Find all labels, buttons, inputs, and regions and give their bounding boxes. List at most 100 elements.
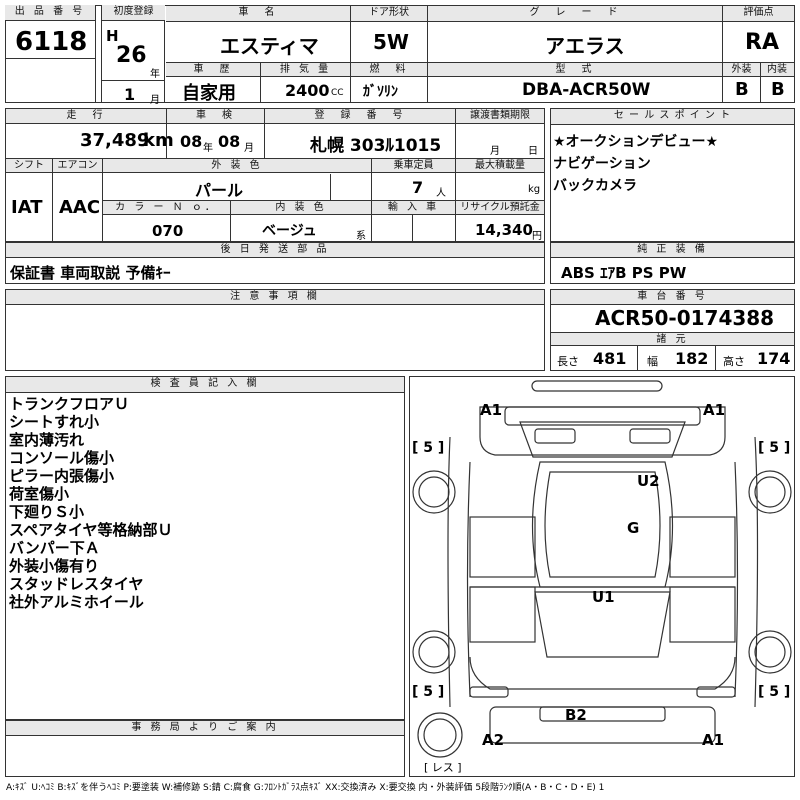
genuine-label: 純 正 装 備 [551,243,794,258]
legend: A:ｷｽﾞ U:ﾍｺﾐ B:ｷｽﾞを伴うﾍｺﾐ P:要塗装 W:補修跡 S:錆 … [6,783,605,793]
transfer-month-unit: 月 [490,146,500,157]
mileage-value: 37,489 [80,130,150,151]
displacement-label: 排 気 量 [261,63,350,77]
chassis-label: 車 台 番 号 [551,290,794,305]
sales-point-3: バックカメラ [553,178,637,194]
chassis-value: ACR50-0174388 [595,306,775,330]
tire-rear-right: [ 5 ] [758,684,791,700]
genuine-value: ABS ｴｱB PS PW [561,264,687,282]
first-reg-cell: 初度登録 H 26 年 1 月 [101,5,165,106]
import-label: 輸 入 車 [372,201,455,215]
model-type-label: 型 式 [428,63,722,77]
note-item: スタッドレスタイヤ [9,575,144,593]
insp-year-unit: 年 [203,143,213,154]
month-value: 1 [124,85,136,104]
note-item: 下廻りＳ小 [9,503,85,521]
mark-front-left: A1 [480,401,503,419]
sales-point-1: ★オークションデビュー★ [553,134,719,150]
width-value: 182 [675,349,709,368]
interior-value: B [771,79,785,100]
car-outline [412,380,792,758]
capacity-label: 乗車定員 [372,159,455,173]
shift-label: シフト [6,159,52,173]
genuine-box: 純 正 装 備 ABS ｴｱB PS PW [550,242,795,284]
length-value: 481 [593,349,627,368]
caution-label: 注 意 事 項 欄 [6,290,544,305]
exterior-value: B [735,79,749,100]
lot-no-label: 出 品 番 号 [5,5,95,21]
displacement-unit: CC [331,88,344,98]
year-unit: 年 [150,69,160,80]
car-name-label: 車 名 [166,6,350,22]
int-color-value: ベージュ [262,223,317,239]
mark-floor: U1 [592,588,615,606]
insp-month-unit: 月 [244,143,254,154]
insp-year-value: 08 [180,132,203,151]
mark-roof-glass: G [627,519,640,537]
aircon-label: エアコン [53,159,102,173]
shift-value: IAT [11,197,43,218]
lot-no-cell: 出 品 番 号 6118 [5,5,96,103]
history-value: 自家用 [182,83,236,104]
year-value: 26 [116,43,147,68]
fuel-label: 燃 料 [351,63,427,77]
reg-no-label: 登 録 番 号 [265,109,455,124]
inspection-label: 車 検 [167,109,264,124]
insp-month-value: 08 [218,132,241,151]
recycle-label: リサイクル預託金 [456,201,544,215]
note-item: 荷室傷小 [9,485,70,503]
inspector-label: 検 査 員 記 入 欄 [6,377,404,393]
office-label: 事 務 局 よ り ご 案 内 [6,721,404,736]
color-no-label: カ ラ ー Ｎ ｏ． [103,201,230,215]
month-unit: 月 [150,95,160,106]
note-item: トランクフロアＵ [9,395,130,413]
office-box: 事 務 局 よ り ご 案 内 [5,720,405,777]
int-color-unit: 系 [356,231,366,242]
mileage-unit: km [143,130,174,151]
mark-rear-right: A1 [702,731,725,749]
rating-label: 評価点 [723,6,794,22]
history-label: 車 歴 [166,63,260,77]
caution-box: 注 意 事 項 欄 [5,289,545,371]
transfer-label: 譲渡書類期限 [456,109,544,124]
specs-label: 諸 元 [551,332,794,346]
mark-front-right: A1 [703,401,726,419]
sales-point-2: ナビゲーション [553,156,651,172]
mark-rear-bumper: B2 [565,706,587,724]
tire-front-right: [ 5 ] [758,440,791,456]
spare-tire-label: [ レス ] [424,761,462,774]
mileage-label: 走 行 [6,109,166,124]
note-item: ピラー内張傷小 [9,467,115,485]
int-color-label: 内 装 色 [231,201,371,215]
inspector-box: 検 査 員 記 入 欄 トランクフロアＵ シートすれ小 室内薄汚れ コンソール傷… [5,376,405,720]
later-parts-label: 後 日 発 送 部 品 [6,243,544,258]
door-value: 5W [373,30,409,54]
interior-label: 内装 [760,63,794,77]
displacement-value: 2400 [285,81,330,100]
car-name-value: エスティマ [220,34,319,58]
later-parts-box: 後 日 発 送 部 品 保証書 車両取説 予備ｷｰ [5,242,545,284]
tire-rear-left: [ 5 ] [412,684,445,700]
ext-color-value: パール [195,181,244,200]
mark-rear-left: A2 [482,731,505,749]
note-item: 外装小傷有り [9,557,100,575]
tire-front-left: [ 5 ] [412,440,445,456]
width-label: 幅 [647,355,658,368]
sales-point-label: セ ー ル ス ポ イ ン ト [551,109,794,125]
rating-value: RA [745,30,779,55]
grade-label: グ レ ー ド [428,6,722,22]
model-type-value: DBA-ACR50W [522,80,651,100]
load-unit: kg [528,184,541,195]
era-value: H [106,27,119,45]
inspector-notes: トランクフロアＵ シートすれ小 室内薄汚れ コンソール傷小 ピラー内張傷小 荷室… [9,395,173,611]
transfer-day-unit: 日 [528,146,538,157]
chassis-box: 車 台 番 号 ACR50-0174388 諸 元 長さ 481 幅 182 高… [550,289,795,371]
note-item: 室内薄汚れ [9,431,85,449]
note-item: バンパー下Ａ [9,539,100,557]
recycle-unit: 円 [532,231,542,242]
height-value: 174 [757,349,791,368]
door-label: ドア形状 [351,6,427,22]
reg-no-value: 札幌 303ﾙ1015 [310,136,442,156]
note-item: 社外アルミホイール [9,593,144,611]
mark-roof-rear: U2 [637,472,660,490]
